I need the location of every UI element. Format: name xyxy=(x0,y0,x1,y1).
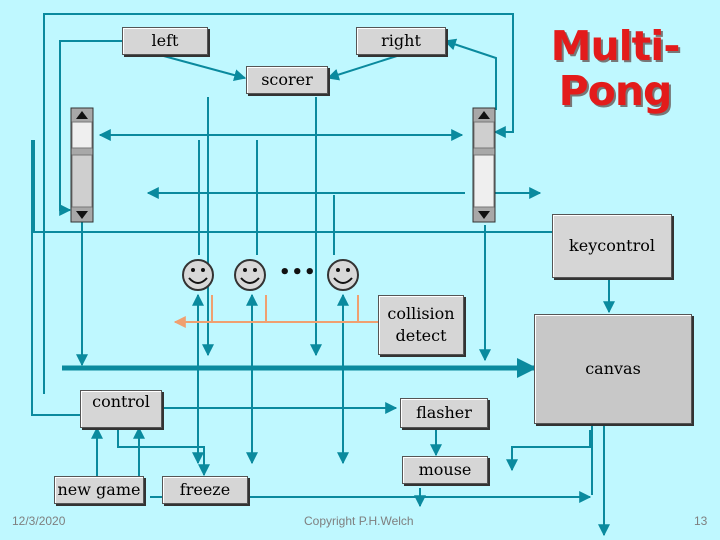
node-keycontrol: keycontrol xyxy=(552,214,672,278)
wire-canvas-mouse xyxy=(506,430,591,472)
wire-control-loop xyxy=(31,140,90,416)
node-canvas: canvas xyxy=(534,314,692,424)
wire-left-out xyxy=(59,40,122,216)
title-line-1: Multi- xyxy=(550,22,681,70)
wire-freeze xyxy=(117,428,210,477)
wire-left-to-scorer xyxy=(159,54,247,81)
node-collision-detect: collision detect xyxy=(378,295,464,355)
left-paddle-slider xyxy=(70,107,94,223)
wire-right-in xyxy=(443,38,497,110)
collision-line-2: detect xyxy=(395,326,447,345)
node-control: control xyxy=(80,390,162,428)
right-paddle-slider xyxy=(472,107,496,223)
diagram-title: Multi- Pong xyxy=(540,24,690,114)
ellipsis: ••• xyxy=(279,262,317,283)
wire-right-to-scorer xyxy=(326,54,401,81)
node-flasher: flasher xyxy=(400,398,488,428)
ball-face-1 xyxy=(182,259,214,291)
ball-face-2 xyxy=(234,259,266,291)
wire-frame-loop xyxy=(43,13,514,394)
footer-date: 12/3/2020 xyxy=(12,514,66,528)
collision-line-1: collision xyxy=(387,303,455,323)
node-mouse: mouse xyxy=(402,456,488,484)
footer-page-number: 13 xyxy=(694,514,708,528)
title-line-2: Pong xyxy=(558,67,673,115)
wire-keycontrol-loop xyxy=(33,140,552,233)
node-new-game: new game xyxy=(54,476,144,504)
node-scorer: scorer xyxy=(246,66,328,94)
node-freeze: freeze xyxy=(162,476,248,504)
node-left: left xyxy=(122,27,208,55)
ball-face-3 xyxy=(327,259,359,291)
node-right: right xyxy=(356,27,446,55)
footer-copyright: Copyright P.H.Welch xyxy=(304,514,414,528)
